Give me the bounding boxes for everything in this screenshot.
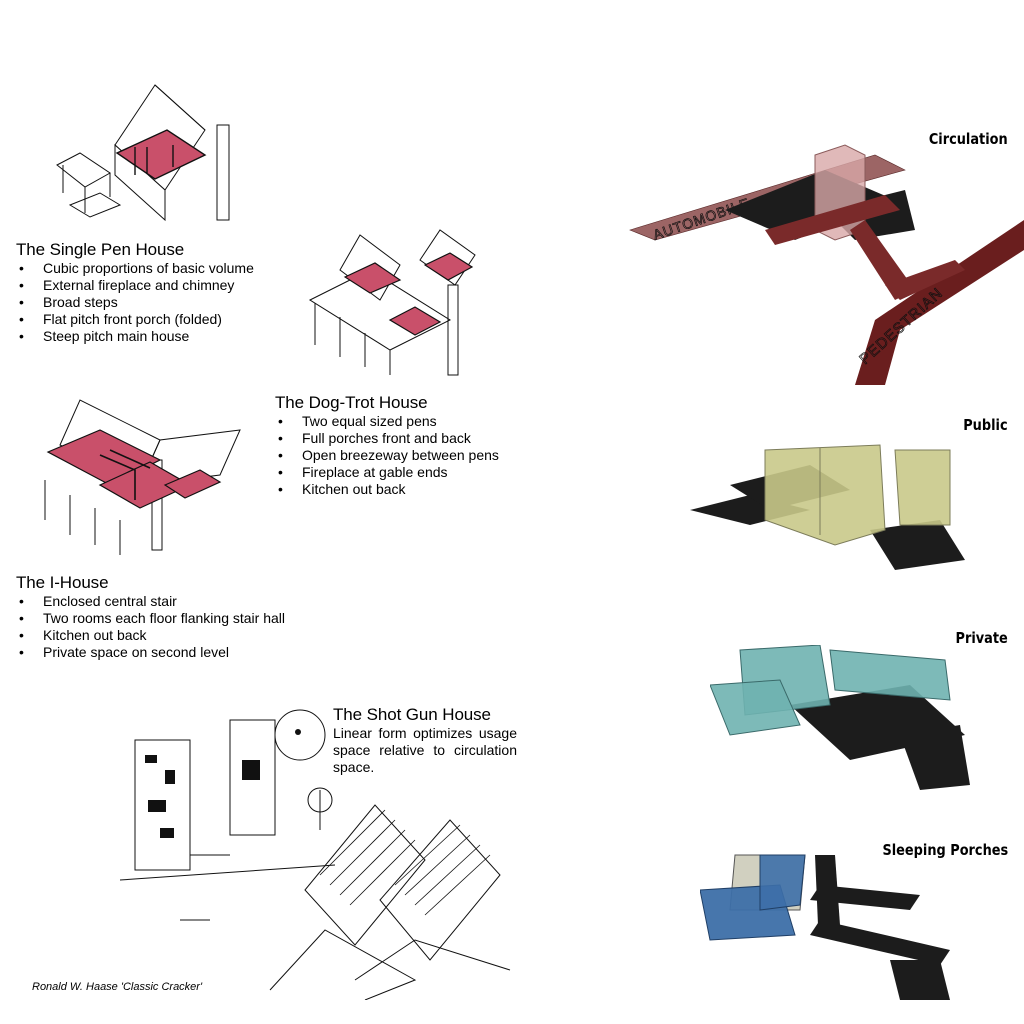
single-pen-section: The Single Pen House Cubic proportions o… xyxy=(16,240,296,345)
i-house-section: The I-House Enclosed central stair Two r… xyxy=(16,573,306,661)
i-house-title: The I-House xyxy=(16,573,109,592)
list-item: Kitchen out back xyxy=(16,627,306,644)
dog-trot-title: The Dog-Trot House xyxy=(275,393,428,412)
single-pen-house-sketch xyxy=(55,65,245,230)
circulation-label: Circulation xyxy=(929,130,1008,148)
list-item: External fireplace and chimney xyxy=(16,277,296,294)
dog-trot-house-sketch xyxy=(300,225,485,385)
i-house-bullets: Enclosed central stair Two rooms each fl… xyxy=(16,593,306,661)
private-diagram xyxy=(710,645,970,795)
single-pen-title: The Single Pen House xyxy=(16,240,185,259)
shot-gun-house-sketch xyxy=(265,780,525,1000)
list-item: Full porches front and back xyxy=(275,430,555,447)
list-item: Fireplace at gable ends xyxy=(275,464,555,481)
single-pen-bullets: Cubic proportions of basic volume Extern… xyxy=(16,260,296,345)
public-label: Public xyxy=(963,416,1008,434)
list-item: Two rooms each floor flanking stair hall xyxy=(16,610,308,627)
dog-trot-bullets: Two equal sized pens Full porches front … xyxy=(275,413,555,498)
list-item: Kitchen out back xyxy=(275,481,555,498)
i-house-sketch xyxy=(40,390,245,560)
list-item: Flat pitch front porch (folded) xyxy=(16,311,296,328)
circulation-diagram: AUTOMOBILE PEDESTRIAN xyxy=(625,140,1024,390)
sleeping-porches-label: Sleeping Porches xyxy=(882,841,1008,859)
shot-gun-description: Linear form optimizes usage space relati… xyxy=(333,725,517,775)
list-item: Enclosed central stair xyxy=(16,593,306,610)
dog-trot-section: The Dog-Trot House Two equal sized pens … xyxy=(275,393,555,498)
sleeping-porches-diagram xyxy=(700,850,970,1010)
private-label: Private xyxy=(955,629,1008,647)
list-item: Open breezeway between pens xyxy=(275,447,555,464)
credit-caption: Ronald W. Haase 'Classic Cracker' xyxy=(32,981,203,993)
list-item: Broad steps xyxy=(16,294,296,311)
list-item: Two equal sized pens xyxy=(275,413,555,430)
public-diagram xyxy=(690,440,990,580)
shot-gun-floor-plans xyxy=(120,700,335,930)
shot-gun-section: The Shot Gun House Linear form optimizes… xyxy=(333,705,523,776)
list-item: Cubic proportions of basic volume xyxy=(16,260,296,277)
list-item: Private space on second level xyxy=(16,644,306,661)
list-item: Steep pitch main house xyxy=(16,328,296,345)
shot-gun-title: The Shot Gun House xyxy=(333,705,491,724)
